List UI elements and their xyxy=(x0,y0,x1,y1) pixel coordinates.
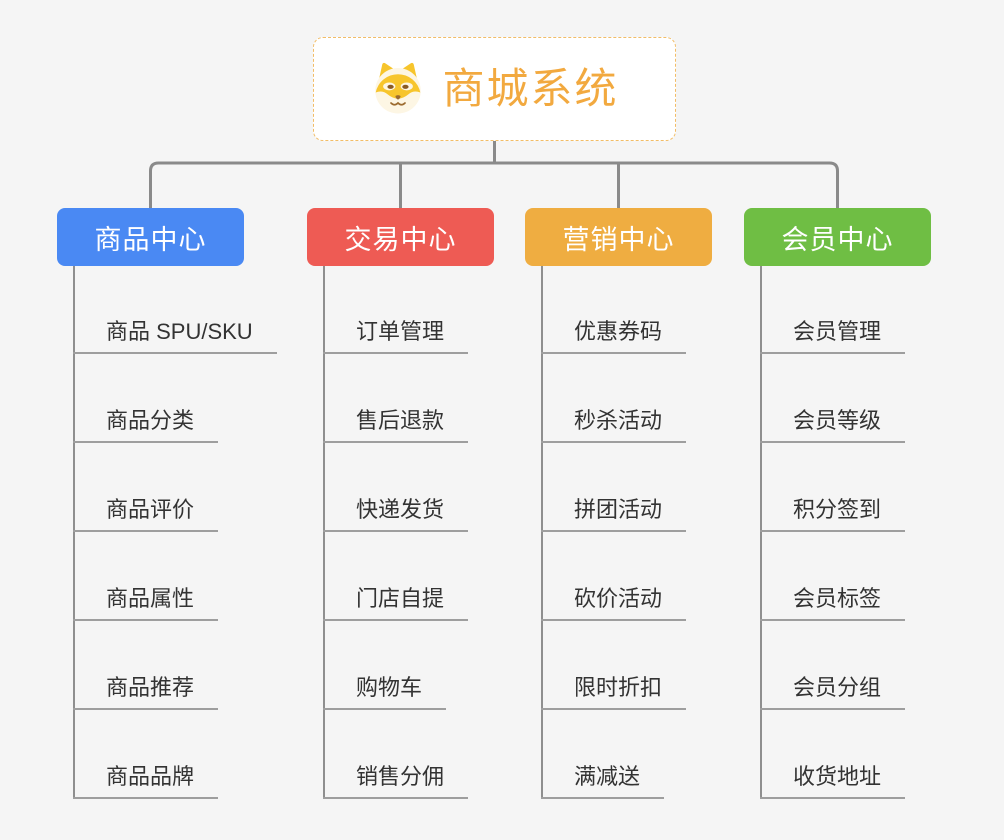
root-node[interactable]: 商城系统 xyxy=(313,37,676,141)
doge-icon xyxy=(375,62,422,114)
branch-header-member[interactable]: 会员中心 xyxy=(744,208,931,266)
leaf-node[interactable]: 会员标签 xyxy=(760,583,906,621)
branch-header-product[interactable]: 商品中心 xyxy=(57,208,244,266)
leaf-node[interactable]: 满减送 xyxy=(541,761,665,799)
leaf-node[interactable]: 商品 SPU/SKU xyxy=(73,316,277,354)
leaf-node[interactable]: 订单管理 xyxy=(323,316,469,354)
leaf-node[interactable]: 商品评价 xyxy=(73,494,219,532)
branch-label: 营销中心 xyxy=(562,224,675,255)
leaf-node[interactable]: 会员等级 xyxy=(760,405,906,443)
leaf-node[interactable]: 商品推荐 xyxy=(73,672,219,710)
branch-header-trade[interactable]: 交易中心 xyxy=(307,208,494,266)
leaf-node[interactable]: 快递发货 xyxy=(323,494,469,532)
leaf-node[interactable]: 拼团活动 xyxy=(541,494,687,532)
leaf-node[interactable]: 秒杀活动 xyxy=(541,405,687,443)
branch-label: 交易中心 xyxy=(344,224,457,255)
leaf-node[interactable]: 收货地址 xyxy=(760,761,906,799)
leaf-node[interactable]: 优惠券码 xyxy=(541,316,687,354)
branch-label: 会员中心 xyxy=(781,224,894,255)
leaf-node[interactable]: 会员管理 xyxy=(760,316,906,354)
leaf-node[interactable]: 销售分佣 xyxy=(323,761,469,799)
leaf-node[interactable]: 购物车 xyxy=(323,672,447,710)
leaf-node[interactable]: 商品品牌 xyxy=(73,761,219,799)
leaf-node[interactable]: 门店自提 xyxy=(323,583,469,621)
leaf-node[interactable]: 砍价活动 xyxy=(541,583,687,621)
leaf-node[interactable]: 会员分组 xyxy=(760,672,906,710)
branch-trunk-line xyxy=(541,266,543,799)
leaf-node[interactable]: 售后退款 xyxy=(323,405,469,443)
leaf-node[interactable]: 商品分类 xyxy=(73,405,219,443)
branch-trunk-line xyxy=(323,266,325,799)
branch-label: 商品中心 xyxy=(94,224,207,255)
leaf-node[interactable]: 积分签到 xyxy=(760,494,906,532)
leaf-node[interactable]: 商品属性 xyxy=(73,583,219,621)
leaf-node[interactable]: 限时折扣 xyxy=(541,672,687,710)
branch-trunk-line xyxy=(73,266,75,799)
branch-header-marketing[interactable]: 营销中心 xyxy=(525,208,712,266)
branch-trunk-line xyxy=(760,266,762,799)
root-title: 商城系统 xyxy=(442,65,619,112)
